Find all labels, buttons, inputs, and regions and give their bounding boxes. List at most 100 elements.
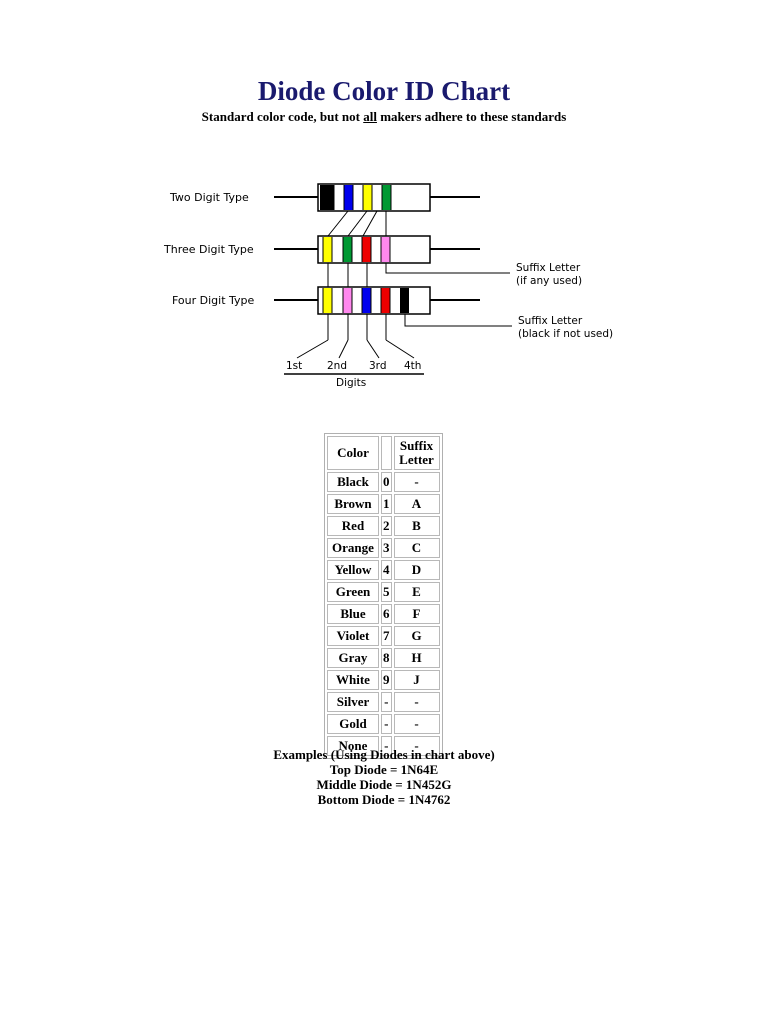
diode-diagram: Two Digit Type Three Digit Type Suffix L… — [163, 183, 613, 389]
cell-suffix: - — [393, 692, 440, 712]
band-blue — [344, 185, 353, 210]
header-digit — [381, 436, 392, 470]
label-four-digit: Four Digit Type — [172, 294, 255, 307]
cell-suffix: - — [393, 472, 440, 492]
page-title: Diode Color ID Chart — [257, 76, 511, 106]
band-yellow — [323, 237, 332, 262]
label-digit-2nd: 2nd — [327, 360, 347, 372]
label-suffix-upper-2: (if any used) — [516, 275, 582, 287]
subtitle-emphasis: all — [363, 109, 377, 124]
cell-color: Gold — [327, 714, 379, 734]
cell-suffix: D — [393, 560, 440, 580]
suffix-pointer-upper — [385, 263, 510, 274]
page-subtitle: Standard color code, but not all makers … — [0, 109, 768, 125]
diode-body — [317, 286, 431, 315]
cell-color: White — [327, 670, 379, 690]
cell-digit: 6 — [381, 604, 392, 624]
cell-color: Yellow — [327, 560, 379, 580]
cell-digit: - — [381, 714, 392, 734]
cell-digit: 9 — [381, 670, 392, 690]
cell-color: Green — [327, 582, 379, 602]
band-green — [382, 185, 391, 210]
cell-digit: 4 — [381, 560, 392, 580]
connectors-upper — [327, 210, 387, 237]
diode-four-digit: Four Digit Type Suffix Letter (black if … — [172, 286, 613, 340]
table-row: Gold-- — [327, 714, 440, 734]
cell-suffix: F — [393, 604, 440, 624]
cell-color: Black — [327, 472, 379, 492]
diode-body — [317, 235, 431, 264]
suffix-pointer-lower — [404, 314, 512, 327]
examples-section: Examples (Using Diodes in chart above) T… — [0, 747, 768, 807]
table-row: Silver-- — [327, 692, 440, 712]
cell-digit: 1 — [381, 494, 392, 514]
examples-heading: Examples (Using Diodes in chart above) — [273, 747, 495, 762]
connectors-middle — [327, 263, 368, 287]
cell-suffix: - — [393, 736, 440, 756]
subtitle-text-after: makers adhere to these standards — [376, 109, 567, 124]
header-color: Color — [327, 436, 379, 470]
label-digit-4th: 4th — [404, 360, 421, 372]
diode-three-digit: Three Digit Type Suffix Letter (if any u… — [163, 235, 582, 287]
band-pink — [343, 288, 352, 313]
cell-digit: 2 — [381, 516, 392, 536]
cell-suffix: - — [393, 714, 440, 734]
cell-suffix: G — [393, 626, 440, 646]
cell-suffix: J — [393, 670, 440, 690]
cell-suffix: C — [393, 538, 440, 558]
cell-digit: 7 — [381, 626, 392, 646]
cell-color: Gray — [327, 648, 379, 668]
cell-color: Red — [327, 516, 379, 536]
label-digits: Digits — [336, 377, 366, 389]
band-red — [362, 237, 371, 262]
band-pink — [381, 237, 390, 262]
band-green — [343, 237, 352, 262]
cell-digit: - — [381, 692, 392, 712]
cell-digit: 3 — [381, 538, 392, 558]
cell-suffix: E — [393, 582, 440, 602]
label-digit-1st: 1st — [286, 360, 302, 372]
header-suffix-line2: Letter — [399, 452, 434, 467]
label-suffix-lower-1: Suffix Letter — [518, 315, 583, 327]
band-blue — [362, 288, 371, 313]
label-suffix-upper-1: Suffix Letter — [516, 262, 581, 274]
example-bottom-diode: Bottom Diode = 1N4762 — [317, 792, 451, 807]
cell-suffix: H — [393, 648, 440, 668]
cell-color: None — [327, 736, 379, 756]
label-three-digit: Three Digit Type — [163, 243, 254, 256]
band-black — [320, 185, 334, 210]
diode-two-digit: Two Digit Type — [169, 183, 480, 212]
cell-digit: 5 — [381, 582, 392, 602]
band-yellow — [363, 185, 372, 210]
diode-body — [317, 183, 431, 212]
cell-color: Silver — [327, 692, 379, 712]
label-two-digit: Two Digit Type — [169, 191, 249, 204]
cell-color: Violet — [327, 626, 379, 646]
band-yellow — [323, 288, 332, 313]
cell-digit: 8 — [381, 648, 392, 668]
digit-pointers — [296, 314, 415, 359]
example-top-diode: Top Diode = 1N64E — [329, 762, 439, 777]
cell-digit: - — [381, 736, 392, 756]
band-red — [381, 288, 390, 313]
header-suffix-line1: Suffix — [399, 438, 434, 453]
cell-suffix: B — [393, 516, 440, 536]
cell-color: Orange — [327, 538, 379, 558]
subtitle-text-before: Standard color code, but not — [201, 109, 364, 124]
label-digit-3rd: 3rd — [369, 360, 386, 372]
cell-color: Blue — [327, 604, 379, 624]
cell-color: Brown — [327, 494, 379, 514]
